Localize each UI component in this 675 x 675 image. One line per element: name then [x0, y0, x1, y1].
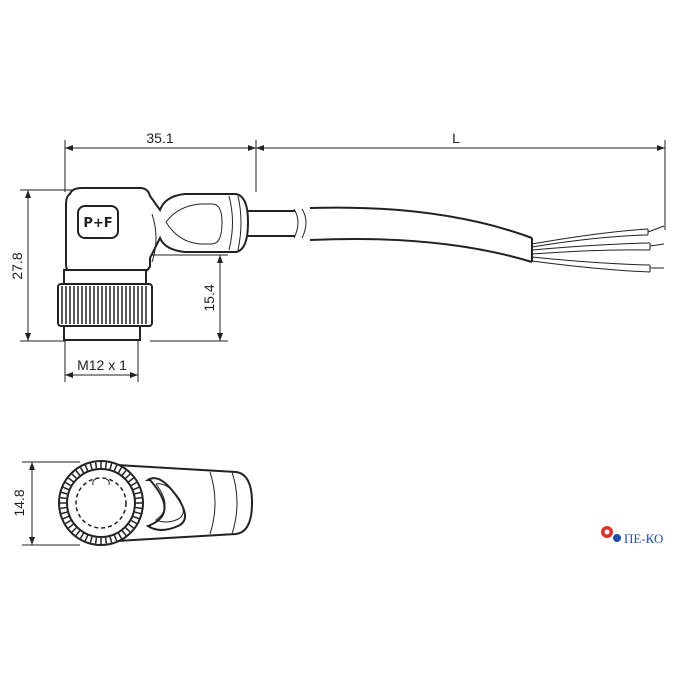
dimension-total-height: 27.8 [9, 252, 25, 279]
ring-knurl-tick [121, 470, 127, 476]
ring-knurl-tick [117, 467, 123, 474]
ring-knurl-tick [68, 523, 74, 529]
ring-knurl-tick [89, 463, 93, 470]
brand-logo-icon: P+F [77, 205, 119, 239]
ring-knurl-tick [133, 486, 140, 491]
dimension-thread: M12 x 1 [77, 357, 127, 373]
dimension-axis-height: 15.4 [201, 284, 217, 311]
ring-knurl-tick [117, 532, 123, 539]
ring-knurl-tick [113, 464, 118, 471]
connector-side-view: P+F [57, 187, 665, 341]
ring-knurl-tick [79, 467, 85, 474]
ring-knurl-tick [130, 481, 137, 487]
height-dimension: 27.8 [9, 189, 80, 342]
ring-knurl-tick [71, 527, 77, 533]
dimension-head-length: 35.1 [146, 130, 173, 146]
ring-knurl-tick [94, 462, 98, 469]
ring-knurl-tick [134, 511, 141, 515]
ring-knurl-tick [62, 515, 69, 520]
ring-knurl-tick [125, 527, 131, 533]
ring-knurl-tick [113, 535, 118, 542]
ring-knurl-tick [109, 536, 113, 543]
ring-knurl-tick [128, 477, 134, 483]
ring-knurl-tick [62, 486, 69, 491]
axis-height-dimension: 15.4 [150, 254, 228, 342]
ring-knurl-tick [79, 532, 85, 539]
ring-knurl-tick [61, 491, 68, 495]
ring-knurl-tick [130, 519, 137, 525]
ring-knurl-tick [133, 515, 140, 520]
ring-knurl-tick [84, 464, 89, 471]
dimension-cable-length: L [452, 130, 460, 146]
ring-knurl-tick [104, 462, 108, 469]
company-logo: ПЕ-КО [601, 526, 663, 546]
ring-knurl-tick [71, 473, 77, 479]
ring-knurl-tick [75, 530, 81, 536]
dimension-width: 14.8 [11, 489, 27, 516]
ring-knurl-tick [135, 496, 142, 500]
ring-knurl-tick [109, 463, 113, 470]
width-dimension: 14.8 [11, 461, 80, 546]
brand-logo-lettering: P+F [83, 216, 112, 231]
ring-knurl-tick [65, 519, 72, 525]
ring-knurl-tick [84, 535, 89, 542]
ring-knurl-tick [128, 523, 134, 529]
ring-knurl-tick [104, 537, 108, 544]
ring-knurl-tick [75, 470, 81, 476]
top-dimension: 35.1 L [64, 130, 666, 230]
connector-bottom-view [58, 460, 254, 546]
ring-knurl-tick [65, 481, 72, 487]
ring-knurl-tick [135, 506, 142, 510]
ring-knurl-tick [134, 491, 141, 495]
knurled-nut [57, 269, 153, 341]
company-logo-text: ПЕ-КО [624, 531, 663, 546]
ring-knurl-tick [121, 530, 127, 536]
ring-knurl-tick [60, 496, 67, 500]
gear-icon [601, 526, 621, 542]
ring-knurl-tick [61, 511, 68, 515]
ring-knurl-tick [94, 537, 98, 544]
ring-knurl-tick [68, 477, 74, 483]
ring-knurl-tick [125, 473, 131, 479]
ring-knurl-tick [60, 506, 67, 510]
thread-dimension: M12 x 1 [64, 338, 139, 382]
ring-knurl-tick [89, 536, 93, 543]
